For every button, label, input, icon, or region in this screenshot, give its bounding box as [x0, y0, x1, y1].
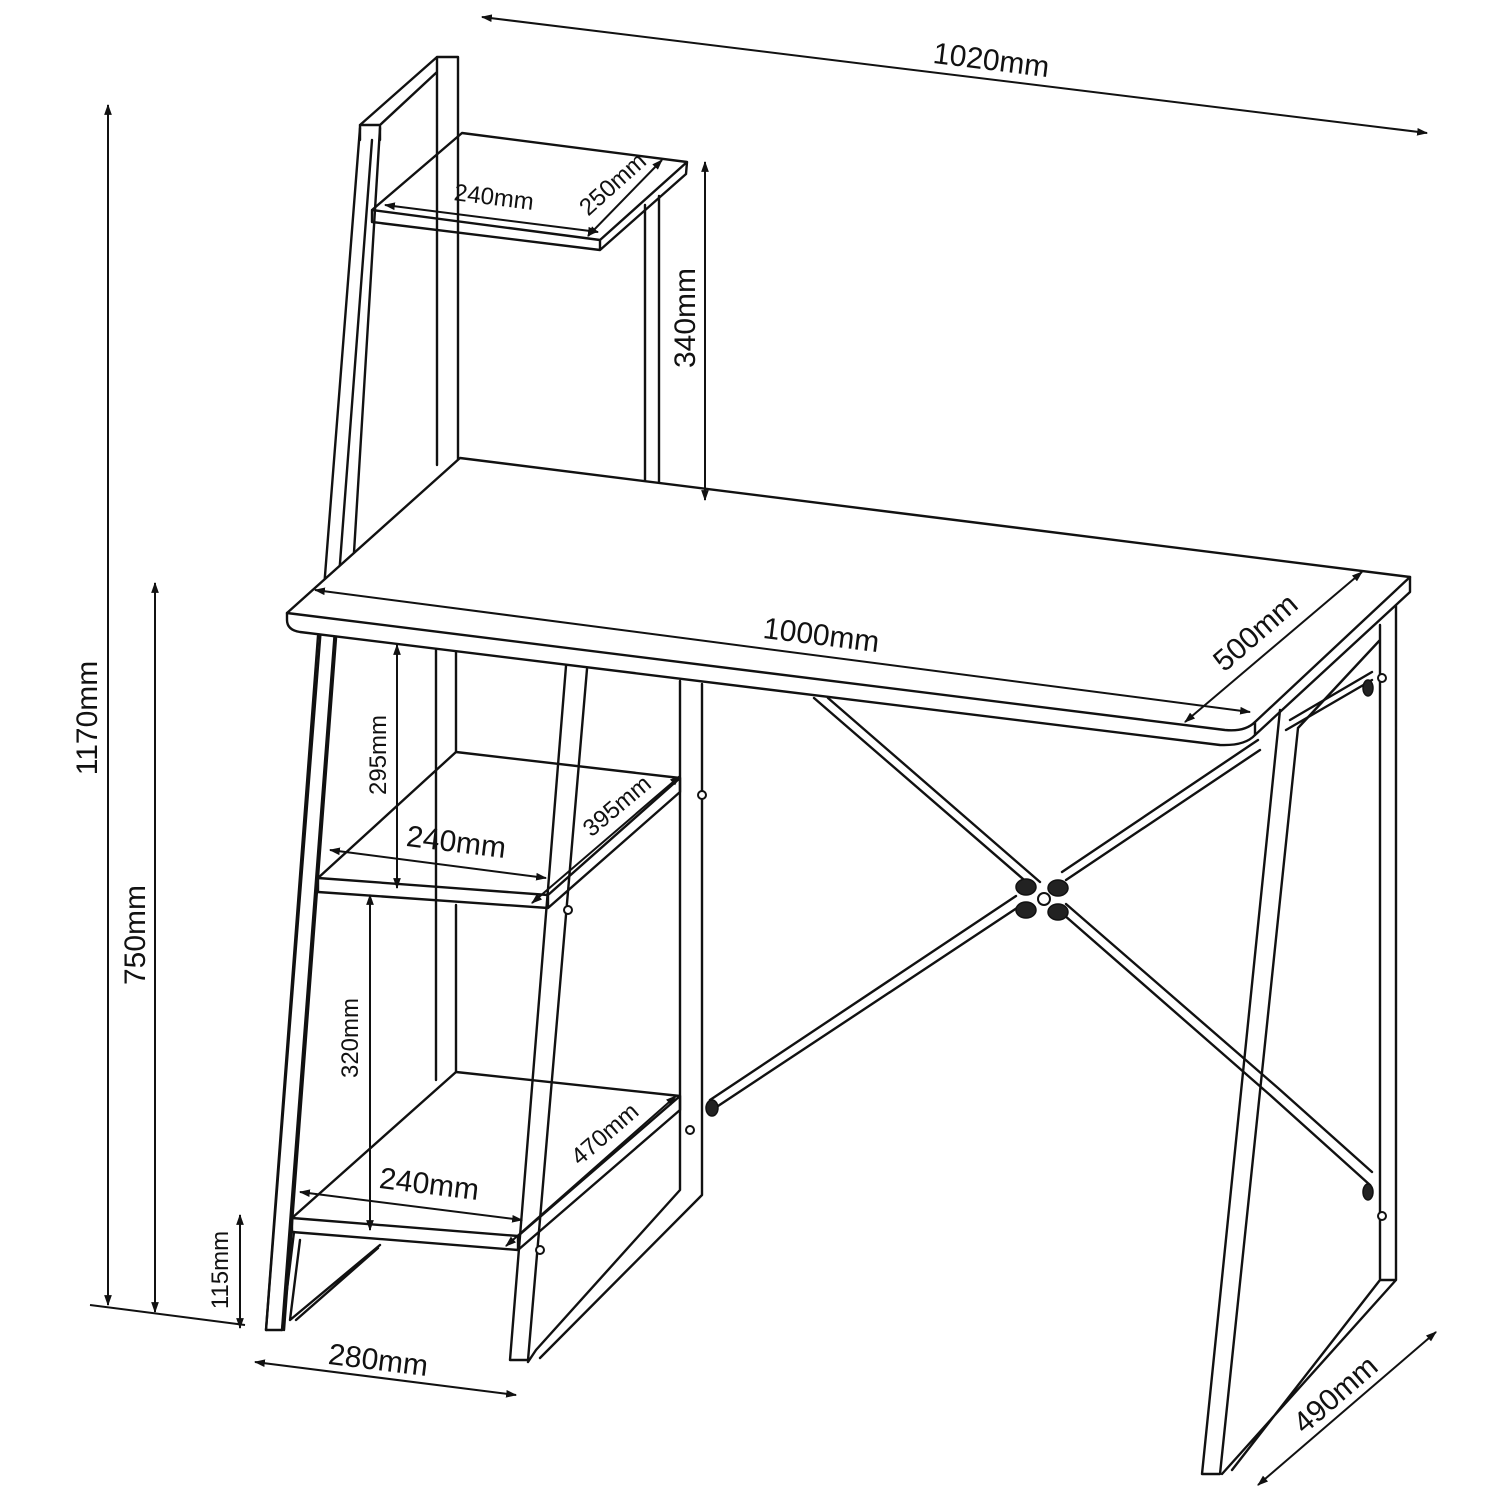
dimension-annotations: 1020mm 1170mm 750mm 115mm 280mm 490mm 10… — [71, 14, 1437, 1486]
brace-bolt — [1037, 892, 1051, 906]
screw-hole — [685, 1125, 695, 1135]
dim-label-middle-shelf-gap: 295mm — [365, 715, 392, 795]
dim-line-middle-shelf-width — [328, 847, 548, 881]
dim-label-total-height: 1170mm — [71, 661, 104, 776]
back-ladder-upright — [358, 55, 460, 467]
bottom-shelf — [290, 1070, 682, 1252]
dim-label-middle-shelf-width: 240mm — [404, 820, 507, 865]
dim-line-desktop-length — [313, 587, 1252, 715]
brace-joint-lower — [1015, 901, 1037, 919]
cross-brace-b — [708, 670, 1374, 1110]
dim-line-total-width — [480, 14, 1429, 136]
dim-label-bottom-shelf-width: 240mm — [377, 1162, 480, 1207]
brace-end-top-right — [1362, 679, 1374, 697]
dim-line-top-shelf-width — [383, 202, 600, 235]
dim-line-desktop-depth — [1184, 571, 1363, 723]
shelf-unit-rear-post — [526, 679, 704, 1364]
screw-hole — [563, 905, 573, 915]
dim-label-leg-frame-depth: 490mm — [1287, 1350, 1384, 1441]
screw-hole — [1377, 673, 1387, 683]
dim-line-shelf-unit-base — [253, 1359, 518, 1398]
screw-hole — [535, 1245, 545, 1255]
brace-end-bottom-right — [1362, 1183, 1374, 1201]
dim-label-shelf-unit-base: 280mm — [326, 1338, 429, 1383]
shelf-unit-base — [280, 1230, 382, 1332]
brace-end-left — [705, 1099, 719, 1117]
desk-outline — [264, 55, 1412, 1476]
dim-line-leg-frame-depth — [1257, 1331, 1437, 1486]
dim-label-desk-height: 750mm — [119, 885, 152, 985]
dim-label-top-shelf-height: 340mm — [669, 268, 702, 368]
dim-line-top-shelf-depth — [587, 159, 663, 237]
dim-label-total-width: 1020mm — [931, 37, 1051, 84]
brace-joint-left — [1015, 878, 1037, 896]
shelf-unit-left-leg — [264, 634, 338, 1332]
dim-label-lower-shelf-gap: 320mm — [337, 998, 364, 1078]
cross-brace-a — [812, 696, 1374, 1187]
screw-hole — [1377, 1211, 1387, 1221]
dim-line-bottom-shelf-depth — [505, 1095, 677, 1247]
shelf-unit-right-leg — [508, 664, 589, 1362]
shelf-support-pole — [643, 194, 661, 501]
front-ladder-upright — [264, 126, 382, 1332]
dim-line-middle-shelf-depth — [531, 775, 681, 904]
dim-label-bottom-shelf-height: 115mm — [207, 1231, 234, 1309]
brace-joint-right — [1047, 879, 1069, 897]
brace-joint-lower-right — [1047, 903, 1069, 921]
screw-hole — [697, 790, 707, 800]
dim-line-bottom-shelf-width — [298, 1189, 524, 1223]
dim-ground-line — [89, 1304, 246, 1326]
dim-label-top-shelf-width: 240mm — [453, 179, 536, 216]
